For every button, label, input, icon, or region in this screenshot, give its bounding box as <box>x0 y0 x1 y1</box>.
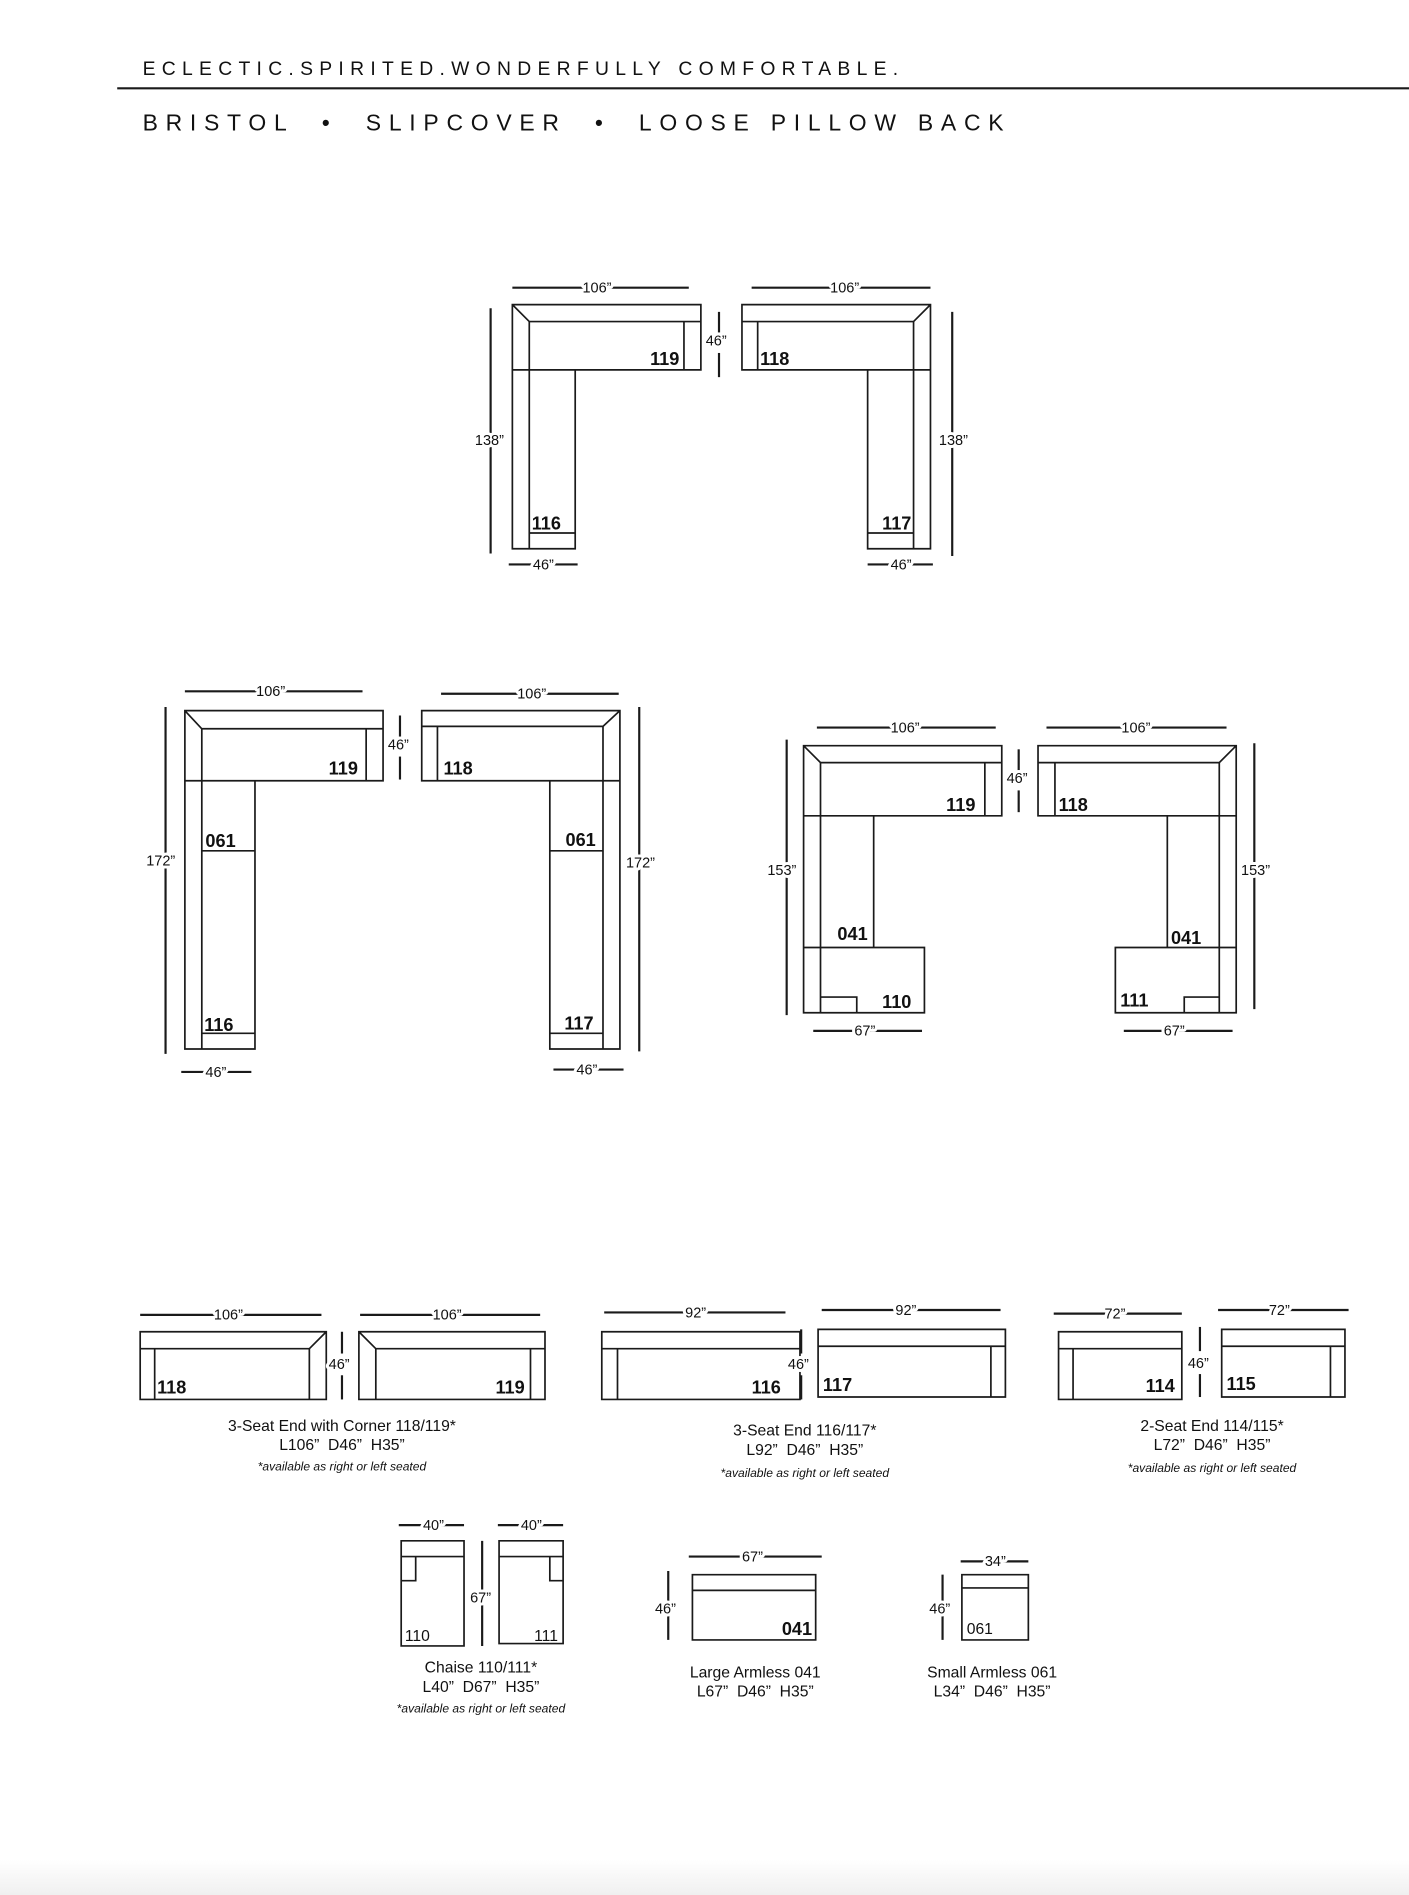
piece-label: 061 <box>967 1621 993 1638</box>
dim-depth: 46” <box>329 1357 350 1373</box>
dim-depth: 46” <box>1007 771 1028 787</box>
component-size: L72” D46” H35” <box>1154 1437 1271 1454</box>
dim-width: 40” <box>423 1518 444 1534</box>
dim-arm: 46” <box>891 557 912 573</box>
component-note: *available as right or left seated <box>258 1460 428 1474</box>
dim-chaise: 67” <box>854 1024 875 1040</box>
component-114-115: 114 72” 115 72” 46” 2-Seat End 114/115* … <box>1053 1300 1349 1475</box>
piece-label: 114 <box>1146 1376 1175 1396</box>
dim-width: 34” <box>985 1554 1006 1570</box>
piece-label: 061 <box>566 830 596 850</box>
dim-side: 172” <box>146 853 175 869</box>
dim-side: 138” <box>939 433 968 449</box>
component-name: Small Armless 061 <box>927 1664 1057 1681</box>
dim-chaise: 67” <box>1164 1024 1185 1040</box>
component-061: 061 34” 46” Small Armless 061 L34” D46” … <box>926 1551 1057 1701</box>
piece-label: 041 <box>837 924 867 944</box>
component-size: L67” D46” H35” <box>697 1684 814 1701</box>
piece-label: 111 <box>1120 991 1148 1011</box>
piece-label: 117 <box>882 513 911 533</box>
component-size: L40” D67” H35” <box>423 1679 540 1696</box>
piece-label: 111 <box>534 1628 558 1645</box>
dim-depth: 67” <box>470 1590 491 1606</box>
component-note: *available as right or left seated <box>397 1701 567 1715</box>
configuration-119-041-110: 119 041 110 106” 46” 153” 67” <box>764 717 1030 1042</box>
component-name: Large Armless 041 <box>690 1664 821 1681</box>
dim-side: 138” <box>475 433 504 449</box>
dim-width: 72” <box>1269 1303 1290 1319</box>
dim-width: 67” <box>742 1549 763 1565</box>
piece-label: 116 <box>752 1377 781 1397</box>
configuration-119-061-116: 119 061 116 106” 46” 172” 46” <box>143 681 412 1084</box>
piece-label: 110 <box>405 1628 430 1645</box>
dim-arm: 46” <box>533 557 554 573</box>
component-name: 3-Seat End 116/117* <box>733 1423 876 1440</box>
dim-length: 106” <box>1121 720 1150 736</box>
piece-label: 119 <box>650 349 679 369</box>
dim-length: 106” <box>891 720 920 736</box>
configuration-119-116: 119 116 106” 46” 138” 46” <box>472 278 730 577</box>
piece-label: 118 <box>1059 795 1088 815</box>
dim-depth: 46” <box>929 1601 950 1617</box>
tagline: ECLECTIC.SPIRITED.WONDERFULLY COMFORTABL… <box>143 59 905 80</box>
dim-length: 106” <box>517 687 546 703</box>
dim-side: 153” <box>767 863 796 879</box>
piece-label: 115 <box>1227 1374 1256 1394</box>
piece-label: 116 <box>204 1015 233 1035</box>
component-note: *available as right or left seated <box>1128 1461 1298 1475</box>
component-note: *available as right or left seated <box>721 1466 891 1480</box>
piece-label: 118 <box>760 349 789 369</box>
piece-label: 118 <box>443 759 472 779</box>
piece-label: 110 <box>882 992 911 1012</box>
piece-label: 119 <box>495 1377 524 1397</box>
dim-depth: 46” <box>388 737 409 753</box>
piece-label: 117 <box>564 1014 593 1034</box>
component-116-117: 116 92” 117 92” 46” 3-Seat End 116/117* … <box>600 1300 1007 1480</box>
piece-label: 119 <box>329 759 358 779</box>
dim-length: 106” <box>830 281 859 297</box>
dim-depth: 46” <box>1188 1356 1209 1372</box>
component-size: L92” D46” H35” <box>746 1442 863 1459</box>
component-name: 2-Seat End 114/115* <box>1140 1418 1283 1435</box>
configuration-118-041-111: 118 041 111 106” 153” 67” <box>1037 717 1273 1043</box>
component-name: Chaise 110/111* <box>425 1660 538 1677</box>
piece-label: 119 <box>946 795 975 815</box>
piece-label: 118 <box>157 1377 186 1397</box>
dim-width: 106” <box>433 1308 462 1324</box>
dim-arm: 46” <box>205 1065 226 1081</box>
dim-depth: 46” <box>706 334 727 350</box>
page-title: BRISTOL • SLIPCOVER • LOOSE PILLOW BACK <box>143 110 1012 136</box>
component-name: 3-Seat End with Corner 118/119* <box>228 1418 456 1435</box>
dim-side: 172” <box>626 856 655 872</box>
dim-width: 92” <box>895 1303 916 1319</box>
piece-label: 117 <box>823 1375 852 1395</box>
component-size: L34” D46” H35” <box>934 1684 1051 1701</box>
component-size: L106” D46” H35” <box>279 1437 405 1454</box>
piece-label: 116 <box>532 513 561 533</box>
dim-arm: 46” <box>576 1062 597 1078</box>
piece-label: 041 <box>1171 928 1201 948</box>
component-041: 041 67” 46” Large Armless 041 L67” D46” … <box>652 1546 822 1701</box>
piece-label: 041 <box>782 1619 812 1639</box>
dim-length: 106” <box>582 281 611 297</box>
dim-width: 106” <box>214 1308 243 1324</box>
component-chaise-110-111: 110 40” 111 40” 67” Chaise 110/111* L40”… <box>397 1515 567 1715</box>
component-118-119: 118 106” 119 106” 46” 3-Seat End with Co… <box>139 1305 546 1474</box>
configuration-118-061-117: 118 061 117 106” 172” 46” <box>420 684 658 1081</box>
dim-width: 72” <box>1104 1306 1125 1322</box>
dim-width: 40” <box>521 1518 542 1534</box>
configuration-118-117: 118 117 106” 138” 46” <box>741 278 971 576</box>
piece-label: 061 <box>205 831 235 851</box>
dim-width: 92” <box>685 1305 706 1321</box>
dim-side: 153” <box>1241 863 1270 879</box>
dim-depth: 46” <box>788 1357 809 1373</box>
dim-length: 106” <box>256 684 285 700</box>
dim-depth: 46” <box>655 1601 676 1617</box>
